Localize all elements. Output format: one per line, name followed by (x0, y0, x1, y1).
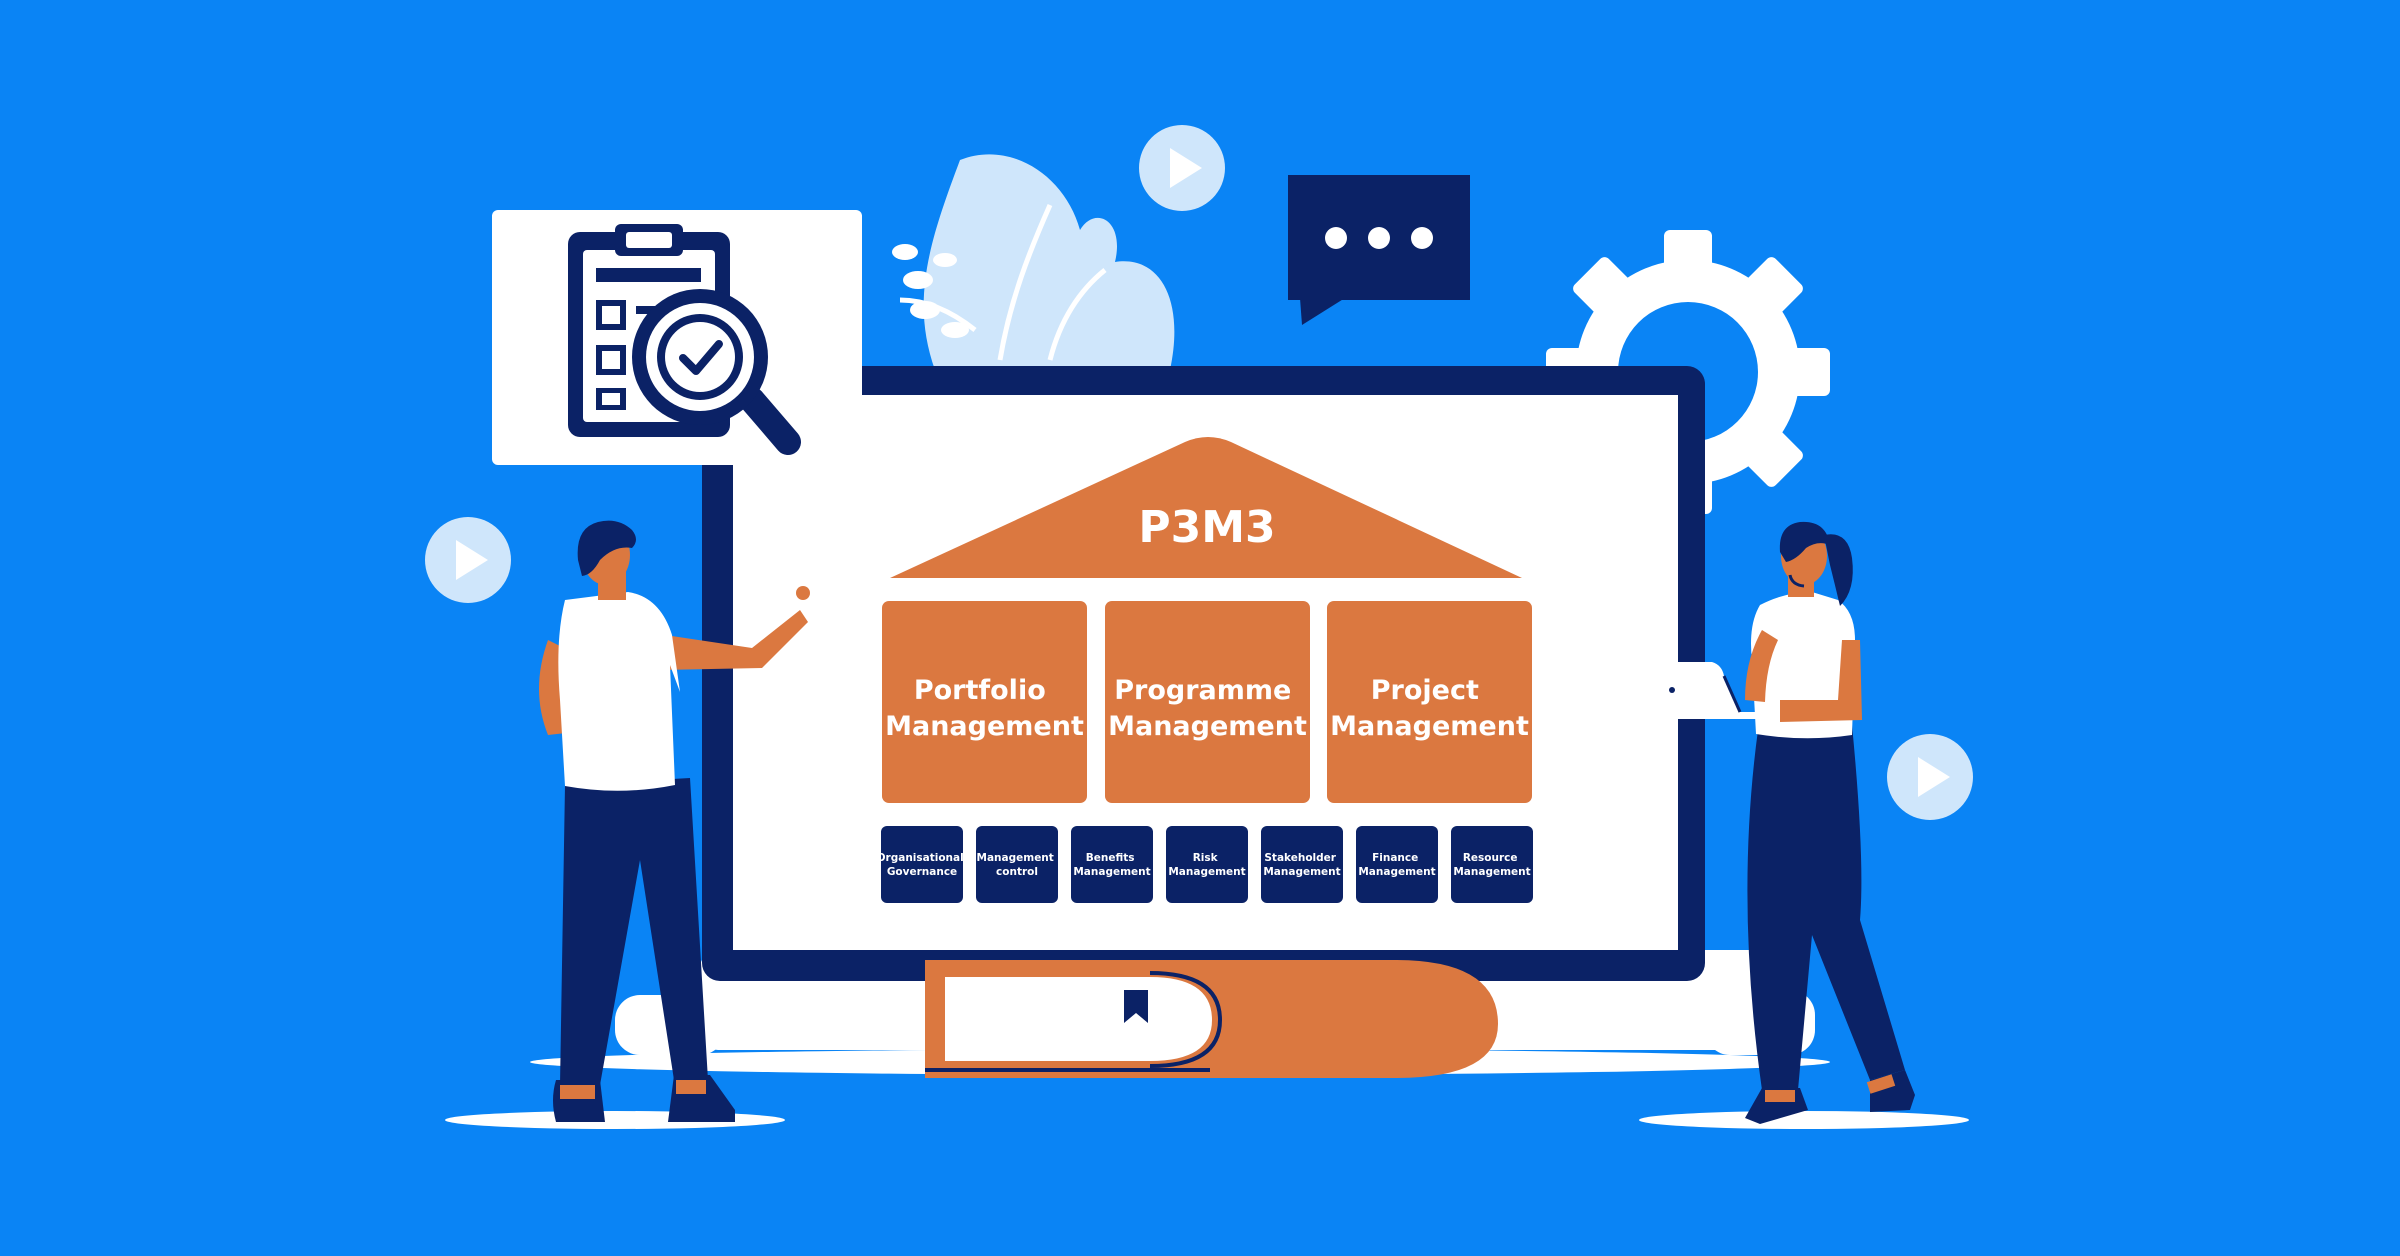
woman-with-laptop (1642, 521, 1915, 1124)
perspective-organisational-governance: Organisational Governance (877, 826, 968, 903)
perspective-risk-management: Risk Management (1166, 826, 1248, 903)
perspective-stakeholder-management: Stakeholder Management (1261, 826, 1343, 903)
perspective-line1: Stakeholder (1264, 852, 1336, 864)
perspectives: Organisational Governance Management con… (877, 826, 1533, 903)
perspective-line1: Organisational (877, 852, 964, 864)
perspective-line2: control (996, 866, 1038, 878)
pillar-line2: Management (885, 711, 1084, 742)
svg-text:Stakeholder Management: Stakeholder Management (1263, 852, 1340, 878)
pillar-line2: Management (1330, 711, 1529, 742)
svg-text:Finance Management: Finance Management (1358, 852, 1435, 878)
framework-title: P3M3 (1138, 502, 1275, 553)
perspective-line2: Management (1168, 866, 1245, 878)
perspective-line1: Finance (1372, 852, 1418, 864)
perspective-line1: Management (977, 852, 1054, 864)
perspective-resource-management: Resource Management (1451, 826, 1533, 903)
pillar-line2: Management (1108, 711, 1307, 742)
play-icon (1887, 734, 1973, 820)
svg-text:Management control: Management control (977, 852, 1058, 878)
clipboard-search-icon (568, 224, 801, 455)
perspective-line1: Benefits (1086, 852, 1135, 864)
pillars: Portfolio Management Programme Managemen… (882, 601, 1532, 803)
perspective-line2: Management (1358, 866, 1435, 878)
perspective-management-control: Management control (976, 826, 1058, 903)
p3m3-roof: P3M3 (890, 437, 1522, 578)
pillar-project-management: Project Management (1327, 601, 1532, 803)
pillar-portfolio-management: Portfolio Management (882, 601, 1087, 803)
pillar-programme-management: Programme Management (1105, 601, 1310, 803)
svg-text:Resource Management: Resource Management (1453, 852, 1530, 878)
perspective-line2: Governance (887, 866, 957, 878)
svg-text:Benefits Management: Benefits Management (1073, 852, 1150, 878)
man-pointing (539, 520, 810, 1122)
perspective-line2: Management (1073, 866, 1150, 878)
svg-text:Project Management: Project Management (1330, 675, 1529, 742)
leaf-plant-icon (892, 154, 1175, 370)
perspective-line1: Resource (1463, 852, 1518, 864)
perspective-finance-management: Finance Management (1356, 826, 1438, 903)
pillar-line1: Portfolio (914, 675, 1046, 706)
perspective-line2: Management (1453, 866, 1530, 878)
perspective-benefits-management: Benefits Management (1071, 826, 1153, 903)
pillar-line1: Project (1371, 675, 1479, 706)
perspective-line2: Management (1263, 866, 1340, 878)
svg-text:Organisational Governa: Organisational Governance (877, 852, 968, 878)
play-icon (1139, 125, 1225, 211)
book (925, 960, 1498, 1078)
svg-text:Portfolio Management: Portfolio Management (885, 675, 1084, 742)
play-icon (425, 517, 511, 603)
perspective-line1: Risk (1193, 852, 1219, 864)
svg-text:Risk Management: Risk Management (1168, 852, 1245, 878)
chat-bubble-icon (1288, 175, 1470, 325)
bookmark-icon (1124, 990, 1148, 1023)
pillar-line1: Programme (1114, 675, 1291, 706)
svg-text:Programme Management: Programme Management (1108, 675, 1307, 742)
